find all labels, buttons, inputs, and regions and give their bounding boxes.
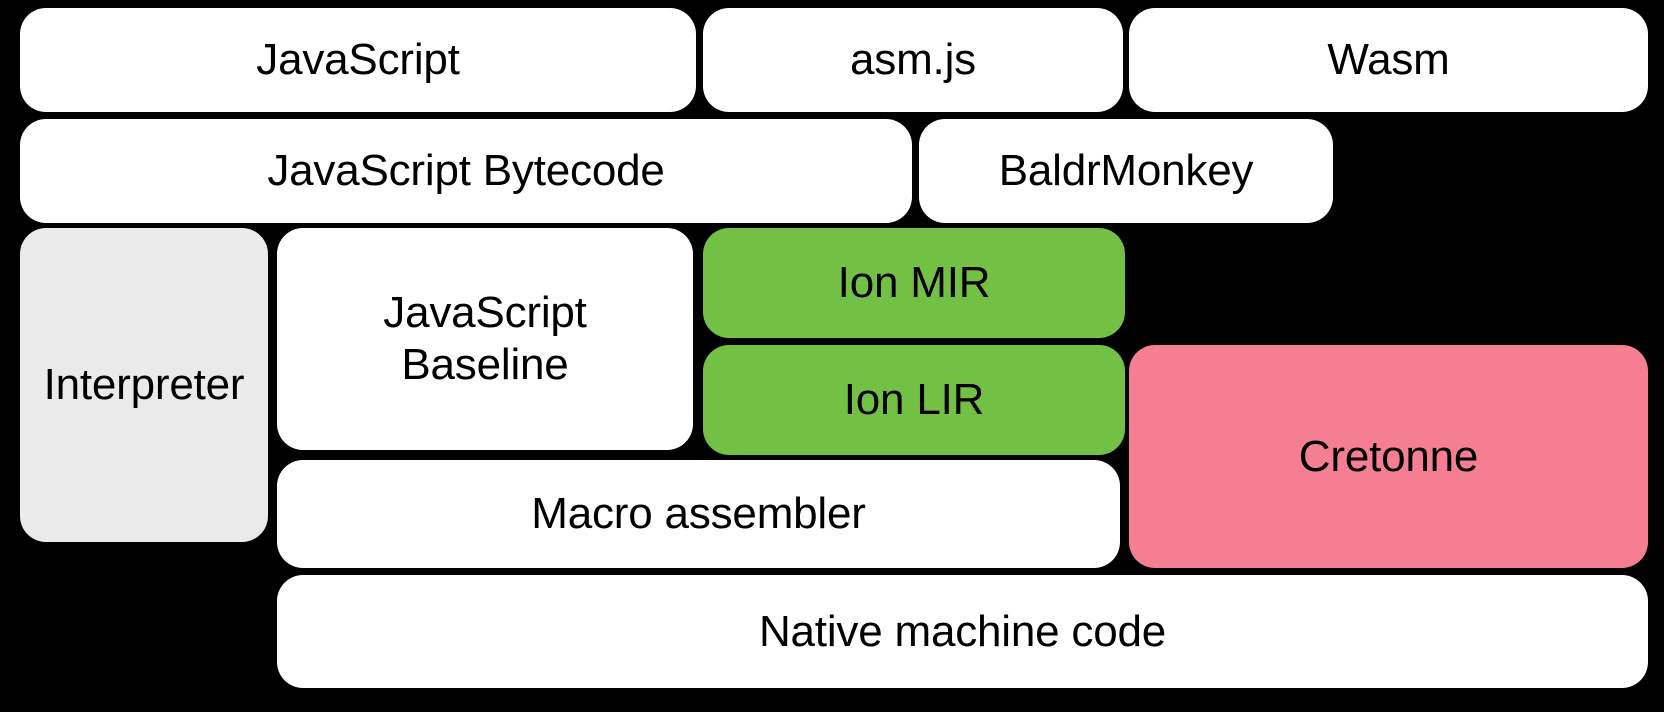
node-wasm: Wasm bbox=[1129, 8, 1648, 112]
node-baldrmonkey: BaldrMonkey bbox=[919, 119, 1333, 223]
node-cretonne: Cretonne bbox=[1129, 345, 1648, 568]
node-macro-assembler: Macro assembler bbox=[277, 460, 1120, 568]
node-javascript: JavaScript bbox=[20, 8, 696, 112]
node-javascript-baseline: JavaScript Baseline bbox=[277, 228, 693, 450]
node-interpreter: Interpreter bbox=[20, 228, 268, 542]
node-native-machine-code: Native machine code bbox=[277, 575, 1648, 688]
node-javascript-bytecode: JavaScript Bytecode bbox=[20, 119, 912, 223]
node-ion-mir: Ion MIR bbox=[703, 228, 1125, 338]
node-asm-js: asm.js bbox=[703, 8, 1123, 112]
node-ion-lir: Ion LIR bbox=[703, 345, 1125, 455]
